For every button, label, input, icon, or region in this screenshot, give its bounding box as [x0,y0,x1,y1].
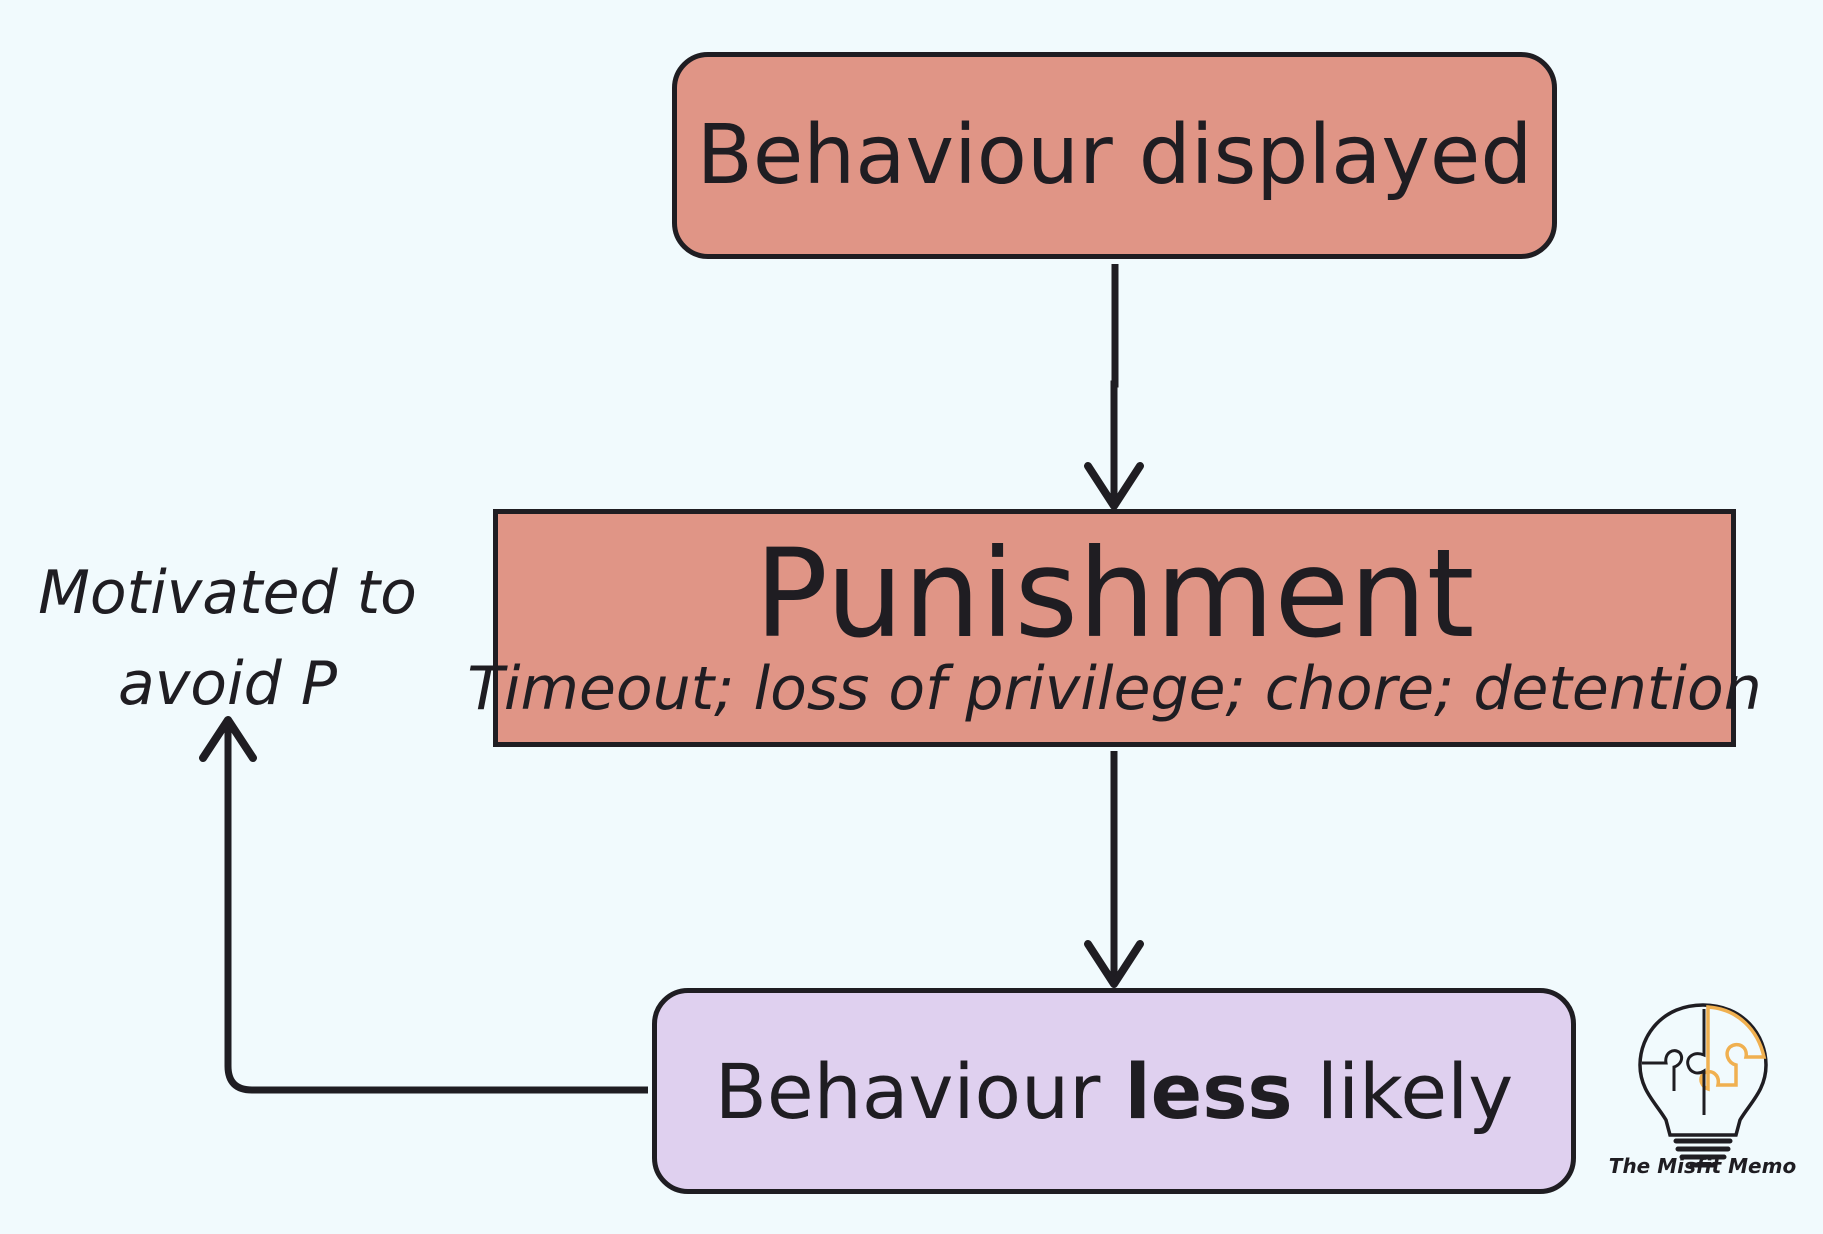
lightbulb-puzzle-logo-icon [1638,1003,1768,1168]
punishment-title: Punishment [754,523,1475,665]
behaviour-displayed-box: Behaviour displayed [672,52,1557,259]
motivation-note-line2: avoid P [118,649,337,719]
motivation-note: Motivated to avoid P [30,548,425,730]
punishment-box: Punishment Timeout; loss of privilege; c… [467,509,1762,747]
behaviour-displayed-label: Behaviour displayed [696,108,1533,203]
arrow-feedback-loop [224,726,648,1094]
outcome-label-suffix: likely [1292,1046,1514,1136]
logo-text: The Misfit Memo [1608,1154,1797,1178]
arrowhead-to-side-note [199,716,257,762]
punishment-examples: Timeout; loss of privilege; chore; deten… [467,654,1762,724]
arrowhead-to-punishment [1084,462,1144,510]
arrow-behaviour-to-punishment [1110,264,1119,500]
outcome-label-prefix: Behaviour [714,1046,1125,1136]
behaviour-less-likely-box: Behaviour less likely [652,988,1576,1194]
motivation-note-line1: Motivated to [38,558,417,628]
arrowhead-to-outcome [1084,940,1144,988]
outcome-label-emphasis: less [1124,1046,1293,1136]
